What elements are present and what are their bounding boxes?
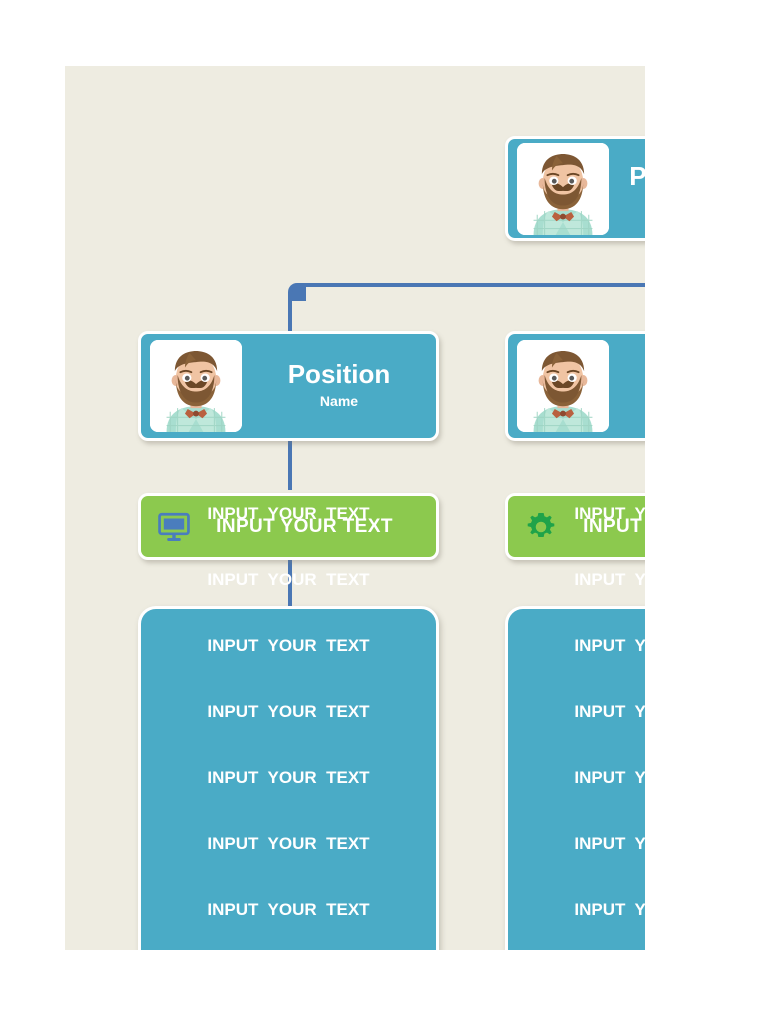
text-line: INPUT YOUR TEXT [574,504,645,523]
label-bar-left[interactable]: INPUT YOUR TEXT [138,493,439,560]
text-line: INPUT YOUR TEXT [574,702,645,721]
monitor-icon [157,510,191,544]
avatar [150,340,242,432]
text-line: INPUT YOUR TEXT [574,768,645,787]
card-position: Position [615,360,645,390]
org-chart-canvas: Position Name [65,66,645,950]
avatar [517,340,609,432]
label-bar-right[interactable]: INPUT YOUR TEXT [505,493,645,560]
text-line: INPUT YOUR TEXT [574,636,645,655]
person-card-left[interactable]: Position Name [138,331,439,441]
card-name: Name [319,392,359,409]
card-name: Name [615,390,645,412]
text-line: INPUT YOUR TEXT [207,768,370,787]
text-line: INPUT YOUR TEXT [207,504,370,523]
text-line: INPUT YOUR TEXT [574,570,645,589]
person-card-top[interactable]: Position Name [505,136,645,241]
card-text: Position Name [609,162,645,214]
card-text: Position Name [609,360,645,412]
text-block-right[interactable]: INPUT YOUR TEXT INPUT YOUR TEXT INPUT YO… [505,504,645,950]
card-position: Position [287,359,391,389]
text-line: INPUT YOUR TEXT [207,702,370,721]
text-lines-left: INPUT YOUR TEXT INPUT YOUR TEXT INPUT YO… [207,459,369,950]
text-line: INPUT YOUR TEXT [207,636,370,655]
connector-corner [288,283,306,301]
text-block-left[interactable]: INPUT YOUR TEXT INPUT YOUR TEXT INPUT YO… [138,504,439,950]
text-lines-right: INPUT YOUR TEXT INPUT YOUR TEXT INPUT YO… [574,459,645,950]
gear-icon [524,510,558,544]
card-position: Position [629,162,645,192]
text-line: INPUT YOUR TEXT [574,834,645,853]
text-line: INPUT YOUR TEXT [207,834,370,853]
connector-horizontal-top [305,283,645,287]
card-text: Position Name [242,360,436,412]
label-bar-text: INPUT YOUR TEXT [216,515,393,537]
avatar [517,142,609,235]
label-bar-text: INPUT YOUR TEXT [583,515,645,537]
card-name: Name [615,192,645,214]
text-line: INPUT YOUR TEXT [207,570,370,589]
connector-left-card-to-bar [288,440,292,490]
text-line: INPUT YOUR TEXT [574,900,645,919]
connector-left-bar-to-text [288,560,292,606]
person-card-right[interactable]: Position Name [505,331,645,441]
text-line: INPUT YOUR TEXT [207,900,370,919]
